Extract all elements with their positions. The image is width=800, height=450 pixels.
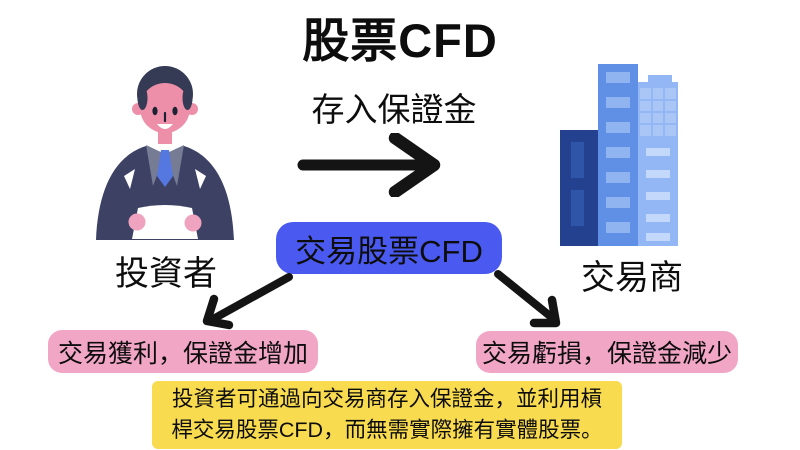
explanation-note-box: 投資者可通過向交易商存入保證金，並利用槓 桿交易股票CFD，而無需實際擁有實體股… (152, 381, 622, 449)
note-line-1: 投資者可通過向交易商存入保證金，並利用槓 (171, 387, 602, 411)
investor-person-illustration (96, 66, 234, 240)
loss-outcome-box: 交易虧損，保證金減少 (476, 331, 738, 373)
broker-label: 交易商 (581, 259, 683, 297)
profit-outcome-box: 交易獲利，保證金增加 (48, 330, 318, 373)
investor-label: 投資者 (115, 255, 217, 293)
note-line-2: 桿交易股票CFD，而無需實際擁有實體股票。 (171, 418, 603, 442)
right-arrow-icon (297, 133, 441, 197)
trade-cfd-pill: 交易股票CFD (276, 222, 502, 274)
page-title: 股票CFD (302, 14, 498, 67)
broker-buildings-illustration (560, 64, 678, 246)
down-left-arrow-icon (202, 273, 293, 330)
down-right-arrow-icon (494, 270, 561, 328)
deposit-margin-label: 存入保證金 (311, 91, 477, 128)
